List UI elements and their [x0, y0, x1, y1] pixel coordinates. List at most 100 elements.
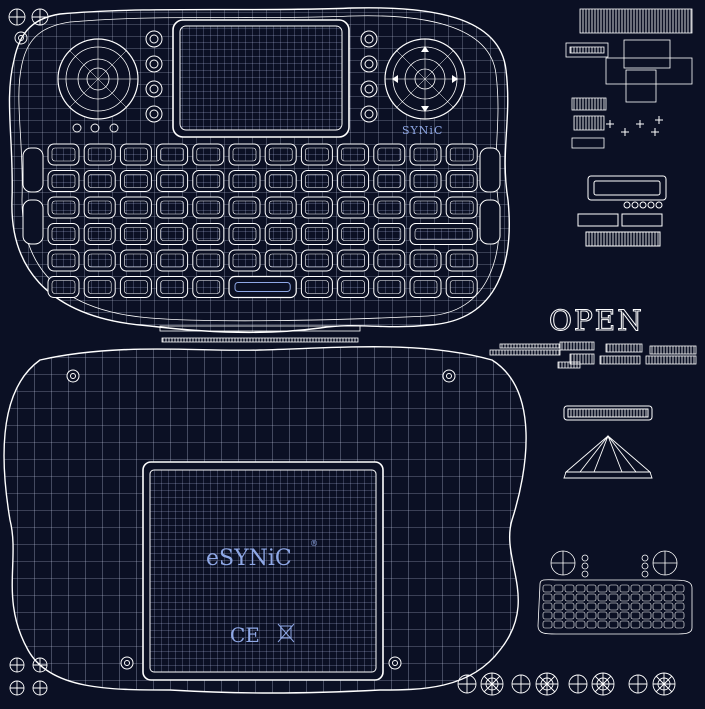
mini-keycap: [630, 593, 641, 602]
touchpad: [172, 19, 350, 138]
indicator-leds: [72, 123, 119, 133]
mini-keycap: [597, 593, 608, 602]
mini-keycap: [663, 584, 674, 593]
keycap: [300, 223, 333, 245]
keycap: [228, 170, 261, 192]
keycap: [337, 223, 370, 245]
keycap: [337, 276, 370, 298]
keycap: [83, 143, 116, 166]
keycap: [192, 249, 225, 272]
keycap: [409, 276, 442, 298]
keycap: [192, 143, 225, 166]
keycap: [264, 143, 297, 166]
ce-mark: CE: [230, 623, 260, 647]
mini-keycap: [663, 611, 674, 620]
mini-keycap: [542, 584, 553, 593]
open-label: OPEN: [549, 304, 644, 337]
mini-keycap: [597, 620, 608, 629]
keycap: [156, 249, 189, 272]
side-pill-keys: [22, 147, 501, 245]
mini-keycap: [553, 602, 564, 611]
keycap: [192, 196, 225, 219]
registered-mark: ®: [310, 539, 318, 548]
mini-keycap: [663, 602, 674, 611]
keycap: [264, 223, 297, 245]
mini-keycap: [652, 593, 663, 602]
mini-keycap: [674, 593, 685, 602]
keycap: [373, 249, 406, 272]
mini-keycap: [608, 602, 619, 611]
keycap: [119, 276, 152, 298]
keycap: [300, 249, 333, 272]
keycap: [83, 170, 116, 192]
mini-keycap: [564, 602, 575, 611]
mini-keycap: [586, 620, 597, 629]
keycap: [47, 143, 80, 166]
keycap: [47, 170, 80, 192]
keycap: [445, 196, 478, 219]
keycap: [156, 196, 189, 219]
mini-keycap: [553, 593, 564, 602]
mini-keycap: [674, 620, 685, 629]
keycap: [119, 196, 152, 219]
keycap: [409, 143, 442, 166]
keycap: [445, 249, 478, 272]
keycap: [47, 196, 80, 219]
corner-parts-top-left: [8, 8, 49, 45]
small-plus-keys: [606, 116, 663, 136]
keycap: [119, 223, 152, 245]
pyramid-part: [563, 434, 653, 479]
keycap: [337, 196, 370, 219]
mini-keycap: [630, 611, 641, 620]
mini-keycap: [608, 611, 619, 620]
mini-keycap: [608, 620, 619, 629]
mini-keycap: [652, 620, 663, 629]
keycap: [373, 196, 406, 219]
mini-keycap: [542, 611, 553, 620]
mini-keycap: [597, 584, 608, 593]
mini-keycap: [564, 620, 575, 629]
mini-keycap: [575, 620, 586, 629]
mini-keycap: [652, 602, 663, 611]
screw-holes: [66, 369, 456, 670]
mini-keycap: [564, 611, 575, 620]
mini-keycap: [597, 602, 608, 611]
keycap: [300, 170, 333, 192]
enter-key: [409, 223, 478, 245]
keycap: [445, 143, 478, 166]
mini-keycap: [564, 593, 575, 602]
keycap: [228, 196, 261, 219]
mini-keycap: [663, 620, 674, 629]
mini-keycap: [619, 593, 630, 602]
spacebar-part: [577, 175, 667, 247]
mini-keycap: [542, 593, 553, 602]
left-joystick: [57, 38, 139, 120]
keycap: [83, 249, 116, 272]
keycap: [47, 223, 80, 245]
keycap: [156, 143, 189, 166]
keycap: [83, 223, 116, 245]
keycap: [264, 249, 297, 272]
keycap: [373, 170, 406, 192]
mini-keycap: [575, 584, 586, 593]
keycap: [409, 170, 442, 192]
keycap: [409, 249, 442, 272]
keycap: [83, 196, 116, 219]
keycap: [445, 170, 478, 192]
keycap: [409, 196, 442, 219]
keycap: [156, 276, 189, 298]
mini-keycap: [575, 593, 586, 602]
brand-logo-bottom: eSYNiC: [206, 546, 292, 571]
keycap: [119, 143, 152, 166]
side-buttons-left: [145, 30, 163, 123]
barcode-strips-top: [565, 8, 693, 149]
mini-keycap: [619, 620, 630, 629]
keycap: [373, 143, 406, 166]
mini-keycap: [553, 620, 564, 629]
mini-keycap: [641, 584, 652, 593]
mini-keycap: [674, 611, 685, 620]
keycap: [119, 170, 152, 192]
keyboard-key-grid: [47, 143, 478, 299]
mini-keycap: [608, 593, 619, 602]
